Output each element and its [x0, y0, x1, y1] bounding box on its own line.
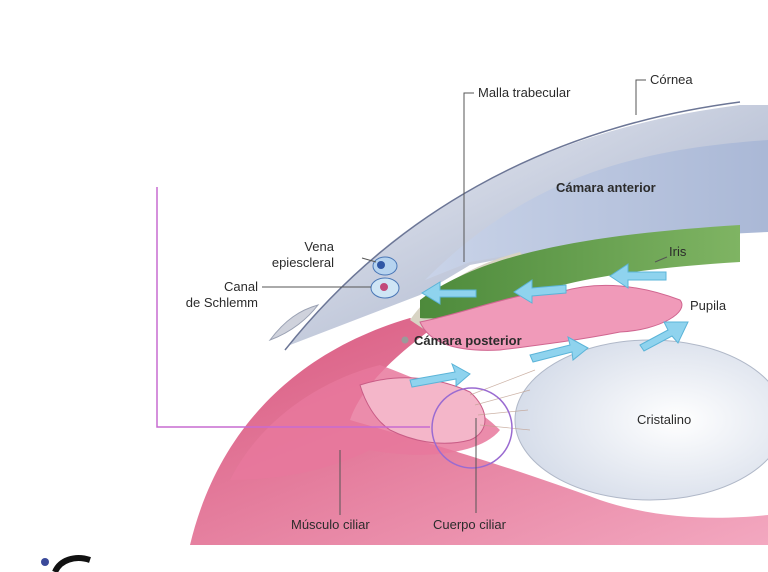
corner-logo-arc — [52, 555, 91, 572]
cornea-leader — [635, 79, 646, 115]
sclera-shape — [190, 318, 768, 545]
label-lens: Cristalino — [637, 412, 691, 427]
trabecular-leader — [463, 92, 474, 262]
corner-dot — [41, 558, 49, 566]
highlight-bracket-line — [156, 187, 430, 428]
flow-arrow — [529, 336, 589, 363]
ciliary-highlight-circle — [431, 387, 513, 469]
label-trabecular-mesh: Malla trabecular — [478, 85, 571, 100]
flow-arrow — [409, 362, 471, 388]
aqueous-flow-arrows — [409, 263, 689, 388]
label-canal-line1: Canal — [224, 279, 258, 294]
label-cornea: Córnea — [650, 72, 693, 87]
label-ciliary-muscle: Músculo ciliar — [291, 517, 370, 532]
zonule-fibers — [469, 369, 536, 431]
label-iris: Iris — [669, 244, 687, 259]
conjunctiva-flap — [268, 304, 320, 342]
cornea-edge — [284, 101, 741, 351]
label-pupil: Pupila — [690, 298, 727, 313]
flow-arrow — [609, 263, 667, 289]
episcleral-vein-dot — [377, 261, 385, 269]
label-vein-line1: Vena — [304, 239, 334, 254]
anterior-chamber-shape — [425, 140, 768, 280]
label-ciliary-body: Cuerpo ciliar — [433, 517, 507, 532]
label-canal-line2: de Schlemm — [186, 295, 258, 310]
vein-leader — [361, 257, 377, 263]
iris-shape — [420, 225, 740, 319]
label-posterior-chamber: Cámara posterior — [414, 333, 522, 348]
flow-arrow — [639, 321, 689, 352]
iris-leader — [654, 256, 668, 263]
label-anterior-chamber: Cámara anterior — [556, 180, 656, 195]
schlemm-canal-dot — [380, 283, 388, 291]
flow-arrow — [421, 281, 477, 305]
posterior-chamber-dot — [401, 336, 409, 344]
label-vein-line2: epiescleral — [272, 255, 334, 270]
flow-arrow — [513, 279, 567, 304]
episcleral-vein-shape — [372, 256, 398, 276]
